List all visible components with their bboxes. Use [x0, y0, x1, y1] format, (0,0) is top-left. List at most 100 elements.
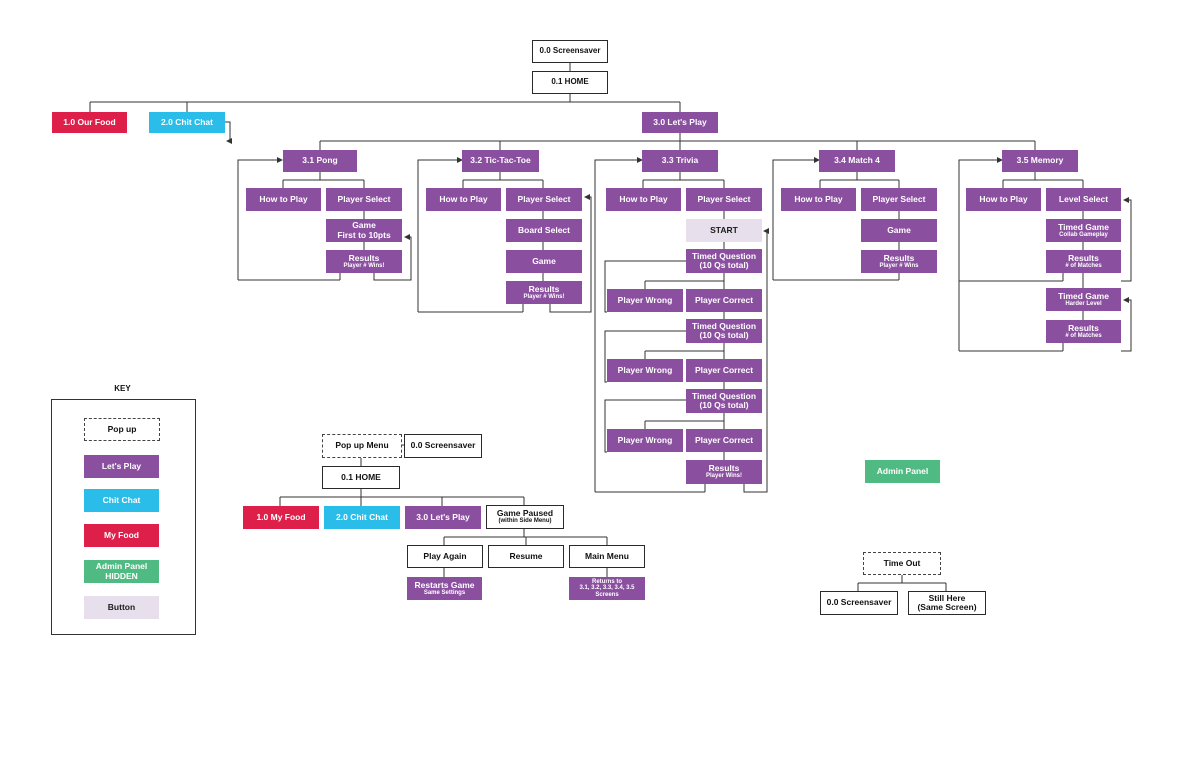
timeout-node: Time Out	[863, 552, 941, 575]
key-chit-chat: Chit Chat	[84, 489, 159, 512]
node-sublabel: Player # Wins!	[523, 293, 565, 300]
node-label: Results	[883, 252, 915, 263]
node-label: 2.0 Chit Chat	[336, 511, 388, 522]
memory-node: 3.5 Memory	[1002, 150, 1078, 172]
node-label: 0.0 Screensaver	[410, 440, 476, 451]
node-label: 2.0 Chit Chat	[161, 116, 213, 127]
node-label: 3.0 Let's Play	[416, 511, 470, 522]
node-label: 3.5 Memory	[1016, 155, 1064, 166]
popup-my-food-node: 1.0 My Food	[243, 506, 319, 529]
chit-chat-node: 2.0 Chit Chat	[149, 112, 225, 133]
key-lets-play: Let's Play	[84, 455, 159, 478]
key-title: KEY	[114, 384, 131, 393]
node-label: Results	[1068, 322, 1099, 333]
node-label: 0.0 Screensaver	[539, 46, 601, 56]
node-label: 3.2 Tic-Tac-Toe	[470, 155, 531, 166]
node-label: Game Paused	[496, 508, 554, 519]
still-here-node: Still Here(Same Screen)	[908, 591, 986, 615]
node-label: Player Wrong	[617, 294, 673, 305]
node-label: Results	[348, 252, 380, 263]
node-label: 3.4 Match 4	[834, 155, 880, 166]
memory-level-select: Level Select	[1046, 188, 1121, 211]
node-label: Time Out	[883, 557, 921, 568]
node-label: Player Wrong	[617, 364, 673, 375]
node-label: Restarts Game	[414, 579, 475, 590]
node-label: Timed Question	[691, 250, 757, 261]
node-label: Player Select	[697, 193, 751, 204]
node-label: Player Select	[872, 193, 926, 204]
popup-chit-chat-node: 2.0 Chit Chat	[324, 506, 400, 529]
trivia-timed-question-2: Timed Question(10 Qs total)	[686, 319, 762, 343]
tictactoe-player-select: Player Select	[506, 188, 582, 211]
node-label: 3.1 Pong	[302, 155, 338, 166]
node-sublabel: 3.1, 3.2, 3.3, 3.4, 3.5	[579, 585, 635, 592]
node-sublabel: Player # Wins!	[343, 262, 385, 269]
popup-screensaver-node: 0.0 Screensaver	[404, 434, 482, 458]
trivia-player-correct-2: Player Correct	[686, 359, 762, 382]
node-label: Timed Question	[691, 320, 757, 331]
node-label: Player Select	[337, 193, 391, 204]
trivia-timed-question-1: Timed Question(10 Qs total)	[686, 249, 762, 273]
node-label: Admin Panel	[876, 465, 929, 476]
key-label: Pop up	[107, 423, 137, 434]
node-sublabel: Collab Gameplay	[1059, 231, 1108, 238]
key-label: Admin Panel	[95, 561, 148, 572]
node-label: Timed Game	[1058, 221, 1109, 232]
node-label: Pop up Menu	[335, 440, 389, 451]
node-label: Play Again	[423, 550, 467, 561]
node-label: Results	[528, 283, 560, 294]
key-label: Button	[107, 601, 136, 612]
node-sublabel: Player Wins!	[706, 473, 742, 480]
popup-home-node: 0.1 HOME	[322, 466, 400, 489]
node-label: Player Correct	[694, 364, 754, 375]
match4-player-select: Player Select	[861, 188, 937, 211]
node-sublabel: # of Matches	[1065, 262, 1102, 269]
trivia-how-to-play: How to Play	[606, 188, 681, 211]
resume-node: Resume	[488, 545, 564, 568]
node-sublabel: Harder Level	[1065, 300, 1102, 307]
popup-menu-node: Pop up Menu	[322, 434, 402, 458]
node-label: How to Play	[979, 193, 1028, 204]
node-label: START	[710, 224, 738, 235]
node-label: 3.3 Trivia	[661, 155, 699, 166]
key-label: Let's Play	[101, 460, 142, 471]
node-sublabel: (10 Qs total)	[699, 330, 749, 340]
node-label: Player Correct	[694, 294, 754, 305]
node-label: 0.1 HOME	[341, 471, 381, 482]
node-sublabel: (within Side Menu)	[498, 518, 552, 525]
tictactoe-board-select: Board Select	[506, 219, 582, 242]
node-label: Board Select	[518, 224, 570, 235]
node-label: How to Play	[439, 193, 488, 204]
admin-panel-node: Admin Panel	[865, 460, 940, 483]
key-popup: Pop up	[84, 418, 160, 441]
key-button: Button	[84, 596, 159, 619]
node-sublabel: Player # Wins	[879, 262, 919, 269]
node-label: 3.0 Let's Play	[653, 116, 707, 127]
node-label: How to Play	[794, 193, 843, 204]
key-label: My Food	[104, 529, 139, 540]
node-sublabel: # of Matches	[1065, 332, 1102, 339]
match4-how-to-play: How to Play	[781, 188, 856, 211]
key-legend	[51, 399, 196, 635]
node-label: Timed Game	[1058, 290, 1109, 301]
node-label: 1.0 Our Food	[63, 116, 116, 127]
node-sublabel: (Same Screen)	[917, 602, 977, 612]
trivia-player-select: Player Select	[686, 188, 762, 211]
trivia-player-correct-1: Player Correct	[686, 289, 762, 312]
timeout-screensaver-node: 0.0 Screensaver	[820, 591, 898, 615]
match4-game: Game	[861, 219, 937, 242]
node-sublabel: Screens	[595, 591, 619, 598]
key-label: Chit Chat	[102, 494, 141, 505]
